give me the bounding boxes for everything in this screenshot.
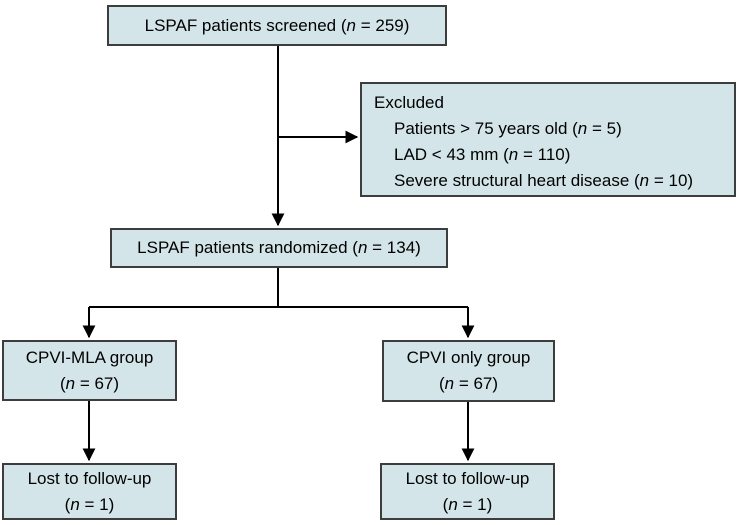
lost-label: Lost to follow-up [405,468,530,488]
lost-count: (n = 1) [443,492,493,518]
lost-label: Lost to follow-up [27,468,152,488]
label-post: = 5) [587,119,622,138]
n-italic: n [65,373,76,393]
label-post: = 110) [518,145,571,164]
label-post: = 10) [649,171,694,190]
n-italic: n [70,494,80,514]
n-italic: n [444,374,455,393]
n-italic: n [357,238,368,257]
label-post: = 67) [75,373,120,393]
label-pre: ( [59,373,66,393]
box-randomized: LSPAF patients randomized (n = 134) [110,228,448,268]
label-post: = 1) [79,494,115,514]
n-italic: n [508,145,519,164]
label-pre: Severe structural heart disease ( [394,171,640,190]
label-post: = 67) [454,374,499,393]
box-lost-followup-right: Lost to follow-up (n = 1) [380,463,555,520]
label-pre: ( [438,374,445,393]
label-pre: LSPAF patients screened ( [144,15,347,35]
label-pre: LSPAF patients randomized ( [137,238,358,257]
group-count: (n = 67) [60,371,119,397]
box-cpvi-mla-group: CPVI-MLA group (n = 67) [2,340,177,401]
box-screened-label: LSPAF patients screened (n = 259) [145,13,410,39]
excluded-title: Excluded [374,93,444,112]
label-post: = 259) [355,15,410,35]
n-italic: n [577,119,588,138]
box-randomized-label: LSPAF patients randomized (n = 134) [137,235,421,261]
excluded-item-age: Patients > 75 years old (n = 5) [374,116,722,142]
label-pre: LAD < 43 mm ( [394,145,509,164]
box-lost-followup-left: Lost to follow-up (n = 1) [2,463,177,520]
label-pre: ( [64,494,71,514]
box-cpvi-only-group: CPVI only group (n = 67) [382,340,555,402]
split-tee-line [89,268,468,308]
n-italic: n [448,494,458,514]
lost-count: (n = 1) [65,492,115,518]
box-screened: LSPAF patients screened (n = 259) [107,5,447,46]
label-post: = 134) [367,238,421,257]
group-count: (n = 67) [439,371,498,397]
excluded-item-lad: LAD < 43 mm (n = 110) [374,142,722,168]
label-post: = 1) [457,494,493,514]
n-italic: n [346,15,356,35]
box-excluded: Excluded Patients > 75 years old (n = 5)… [360,82,736,197]
label-pre: ( [442,494,449,514]
label-pre: Patients > 75 years old ( [394,119,578,138]
n-italic: n [639,171,650,190]
group-name: CPVI only group [406,348,531,367]
excluded-item-structural: Severe structural heart disease (n = 10) [374,168,722,194]
group-name: CPVI-MLA group [25,347,154,367]
